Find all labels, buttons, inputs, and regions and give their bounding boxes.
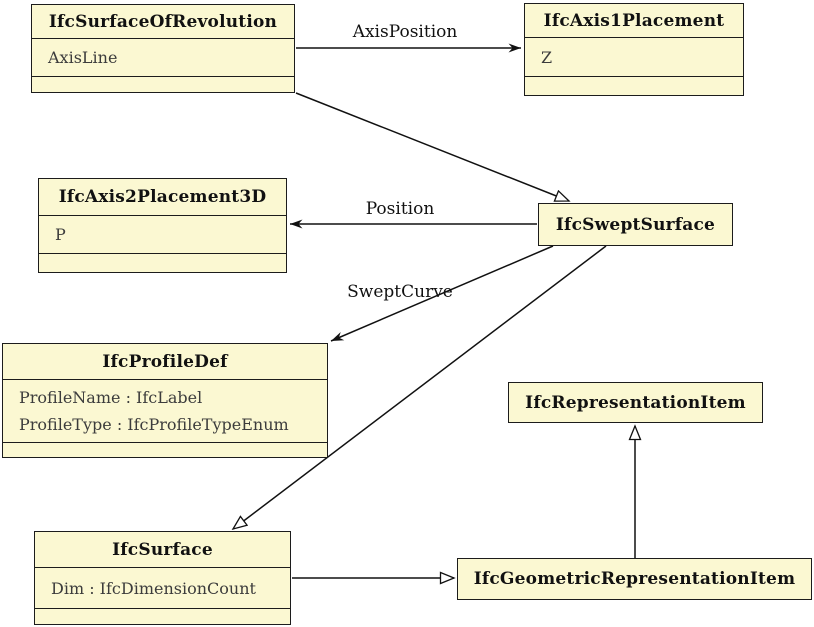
class-attributes: AxisLine [32, 38, 294, 76]
attribute: P [55, 225, 66, 244]
class-attributes: P [39, 215, 286, 253]
attribute: AxisLine [48, 48, 118, 67]
attribute: ProfileType : IfcProfileTypeEnum [19, 415, 289, 434]
attribute: Dim : IfcDimensionCount [51, 578, 256, 598]
inheritance-arrow-surfaceofrevolution-to-sweptsurface [295, 92, 571, 202]
edge-label-axisposition: AxisPosition [352, 22, 458, 42]
class-attributes: Dim : IfcDimensionCount [35, 567, 290, 608]
class-box-ifcprofiledef: IfcProfileDef ProfileName : IfcLabel Pro… [2, 343, 328, 458]
class-attributes: Z [525, 37, 743, 76]
class-box-ifcsweptsurface: IfcSweptSurface [538, 203, 733, 246]
class-footer-compartment [32, 76, 294, 92]
association-arrow-sweptcurve [330, 245, 554, 342]
class-title: IfcAxis1Placement [543, 10, 725, 31]
class-box-ifcsurfaceofrevolution: IfcSurfaceOfRevolution AxisLine [31, 4, 295, 93]
class-box-ifcaxis1placement: IfcAxis1Placement Z [524, 3, 744, 96]
class-footer-compartment [35, 608, 290, 624]
class-title: IfcSurfaceOfRevolution [48, 11, 278, 32]
class-title: IfcGeometricRepresentationItem [473, 569, 796, 589]
attribute: ProfileName : IfcLabel [19, 388, 203, 407]
class-box-ifcrepresentationitem: IfcRepresentationItem [508, 382, 763, 423]
class-attributes: ProfileName : IfcLabel ProfileType : Ifc… [3, 379, 327, 442]
edge-label-sweptcurve: SweptCurve [347, 282, 453, 302]
class-footer-compartment [3, 442, 327, 457]
inheritance-arrow-sweptsurface-to-surface [231, 245, 607, 531]
class-box-ifcaxis2placement3d: IfcAxis2Placement3D P [38, 178, 287, 273]
class-box-ifcsurface: IfcSurface Dim : IfcDimensionCount [34, 531, 291, 625]
class-title: IfcAxis2Placement3D [58, 187, 267, 207]
class-title: IfcProfileDef [102, 351, 228, 372]
class-box-ifcgeometricrepresentationitem: IfcGeometricRepresentationItem [457, 558, 812, 600]
class-footer-compartment [525, 76, 743, 95]
class-footer-compartment [39, 253, 286, 272]
edge-label-position: Position [365, 199, 435, 219]
class-title: IfcRepresentationItem [525, 392, 746, 413]
attribute: Z [541, 47, 553, 67]
class-title: IfcSurface [112, 539, 213, 560]
class-title: IfcSweptSurface [555, 214, 716, 235]
